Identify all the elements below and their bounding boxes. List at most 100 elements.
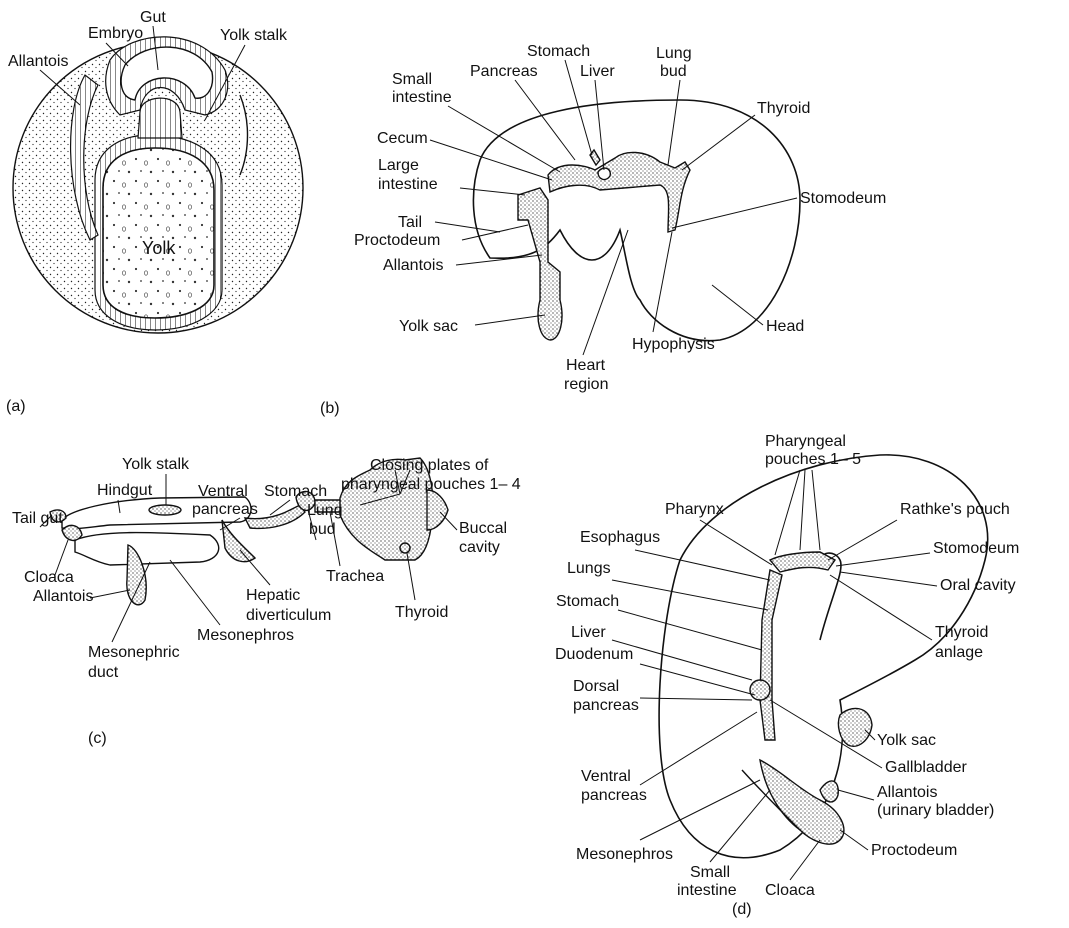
leader-duodenum-d bbox=[640, 664, 755, 695]
label-thyroid-anlage-d-1: Thyroid bbox=[935, 624, 988, 641]
label-pharyngeal-pouches-d-2: pouches 1– 5 bbox=[765, 451, 861, 468]
leader-lungs-d bbox=[612, 580, 768, 610]
label-ventral-pancreas-c-1: Ventral bbox=[198, 483, 248, 500]
label-allantois-d-1: Allantois bbox=[877, 784, 937, 801]
label-dorsal-pancreas-d-2: pancreas bbox=[573, 697, 639, 714]
leader-thyroid-b bbox=[682, 115, 755, 170]
leader-head-b bbox=[712, 285, 763, 325]
label-lungs-d: Lungs bbox=[567, 560, 611, 577]
label-tail-gut-c: Tail gut bbox=[12, 510, 63, 527]
leader-rathkes-pouch-d bbox=[828, 520, 897, 560]
label-mesonephros-c: Mesonephros bbox=[197, 627, 294, 644]
leader-stomodeum-b bbox=[672, 198, 797, 228]
label-mesonephric-duct-c-2: duct bbox=[88, 664, 119, 681]
leader-pharynx-d bbox=[700, 520, 772, 565]
label-small-intestine-b-2: intestine bbox=[392, 89, 452, 106]
label-closing-plates-c-1: Closing plates of bbox=[370, 457, 489, 474]
panel-a: Gut Embryo Yolk stalk Allantois Yolk (a) bbox=[6, 9, 303, 415]
label-proctodeum-b: Proctodeum bbox=[354, 232, 440, 249]
label-gut: Gut bbox=[140, 9, 166, 26]
label-thyroid-c: Thyroid bbox=[395, 604, 448, 621]
label-liver-d: Liver bbox=[571, 624, 606, 641]
label-large-intestine-b-2: intestine bbox=[378, 176, 438, 193]
leader-thyroid-anlage-d bbox=[830, 575, 932, 640]
leader-allantois-c bbox=[90, 590, 130, 598]
label-mesonephros-d: Mesonephros bbox=[576, 846, 673, 863]
label-allantois: Allantois bbox=[8, 53, 68, 70]
leader-proctodeum-d bbox=[840, 830, 868, 850]
yolk-stalk-c bbox=[149, 505, 181, 515]
label-rathkes-pouch-d: Rathke's pouch bbox=[900, 501, 1010, 518]
label-head-b: Head bbox=[766, 318, 804, 335]
label-yolk-sac-b: Yolk sac bbox=[399, 318, 458, 335]
label-hypophysis-b: Hypophysis bbox=[632, 336, 715, 353]
panel-tag-c: (c) bbox=[88, 730, 107, 747]
label-closing-plates-c-2: pharyngeal pouches 1– 4 bbox=[341, 476, 521, 493]
label-duodenum-d: Duodenum bbox=[555, 646, 633, 663]
label-small-intestine-d-2: intestine bbox=[677, 882, 737, 899]
leader-ventral-pancreas-d bbox=[640, 712, 757, 785]
egg-drawing bbox=[13, 37, 303, 333]
label-stomach-c: Stomach bbox=[264, 483, 327, 500]
label-lung-bud-c-1: Lung bbox=[307, 502, 343, 519]
label-embryo: Embryo bbox=[88, 25, 143, 42]
label-hindgut-c: Hindgut bbox=[97, 482, 153, 499]
pharynx-d bbox=[770, 552, 835, 572]
leader-large-intestine-b bbox=[460, 188, 525, 195]
label-dorsal-pancreas-d-1: Dorsal bbox=[573, 678, 619, 695]
label-proctodeum-d: Proctodeum bbox=[871, 842, 957, 859]
label-stomach-d: Stomach bbox=[556, 593, 619, 610]
cloaca-c bbox=[62, 525, 82, 540]
esophagus-d bbox=[760, 570, 782, 740]
label-allantois-b: Allantois bbox=[383, 257, 443, 274]
label-yolk-stalk-c: Yolk stalk bbox=[122, 456, 190, 473]
leader-tail-b bbox=[435, 222, 500, 232]
label-small-intestine-d-1: Small bbox=[690, 864, 730, 881]
label-stomodeum-b: Stomodeum bbox=[800, 190, 886, 207]
label-yolk-stalk: Yolk stalk bbox=[220, 27, 288, 44]
leader-dorsal-pancreas-d bbox=[640, 698, 752, 700]
yolk-sac-d bbox=[838, 708, 872, 746]
leader-small-intestine-b bbox=[448, 106, 560, 172]
label-small-intestine-b-1: Small bbox=[392, 71, 432, 88]
label-thyroid-b: Thyroid bbox=[757, 100, 810, 117]
hindgut-b bbox=[518, 188, 562, 340]
label-pharyngeal-pouches-d-1: Pharyngeal bbox=[765, 433, 846, 450]
label-thyroid-anlage-d-2: anlage bbox=[935, 644, 983, 661]
panel-c: Yolk stalk Closing plates of pharyngeal … bbox=[12, 456, 521, 747]
leader-pharyngeal-pouches-d bbox=[775, 470, 820, 555]
label-allantois-c: Allantois bbox=[33, 588, 93, 605]
label-cloaca-d: Cloaca bbox=[765, 882, 815, 899]
label-allantois-d-2: (urinary bladder) bbox=[877, 802, 994, 819]
mesonephros-c bbox=[75, 533, 219, 565]
leader-cecum-b bbox=[430, 140, 552, 180]
label-pancreas-b: Pancreas bbox=[470, 63, 538, 80]
label-large-intestine-b-1: Large bbox=[378, 157, 419, 174]
leader-pancreas-b bbox=[515, 80, 575, 160]
label-lung-bud-b-2: bud bbox=[660, 63, 687, 80]
gut-tube bbox=[138, 98, 182, 138]
label-hepatic-diverticulum-c-2: diverticulum bbox=[246, 607, 331, 624]
buccal-cavity-c bbox=[427, 490, 448, 530]
label-esophagus-d: Esophagus bbox=[580, 529, 660, 546]
leader-stomodeum-d bbox=[836, 553, 930, 566]
label-stomach-b: Stomach bbox=[527, 43, 590, 60]
panel-d: Pharyngeal pouches 1– 5 Pharynx Rathke's… bbox=[555, 433, 1019, 918]
label-cecum-b: Cecum bbox=[377, 130, 428, 147]
label-ventral-pancreas-d-1: Ventral bbox=[581, 768, 631, 785]
leader-stomach-d bbox=[618, 610, 762, 650]
allantois-d bbox=[820, 781, 838, 802]
leader-esophagus-d bbox=[635, 550, 770, 580]
foregut-b bbox=[548, 152, 690, 232]
label-tail-b: Tail bbox=[398, 214, 422, 231]
label-mesonephric-duct-c-1: Mesonephric bbox=[88, 644, 180, 661]
label-heart-region-b-2: region bbox=[564, 376, 608, 393]
label-ventral-pancreas-d-2: pancreas bbox=[581, 787, 647, 804]
label-buccal-cavity-c-1: Buccal bbox=[459, 520, 507, 537]
thyroid-c bbox=[400, 543, 410, 553]
embryo-b-drawing bbox=[473, 100, 800, 341]
label-stomodeum-d: Stomodeum bbox=[933, 540, 1019, 557]
label-yolk: Yolk bbox=[142, 238, 176, 258]
label-pharynx-d: Pharynx bbox=[665, 501, 724, 518]
